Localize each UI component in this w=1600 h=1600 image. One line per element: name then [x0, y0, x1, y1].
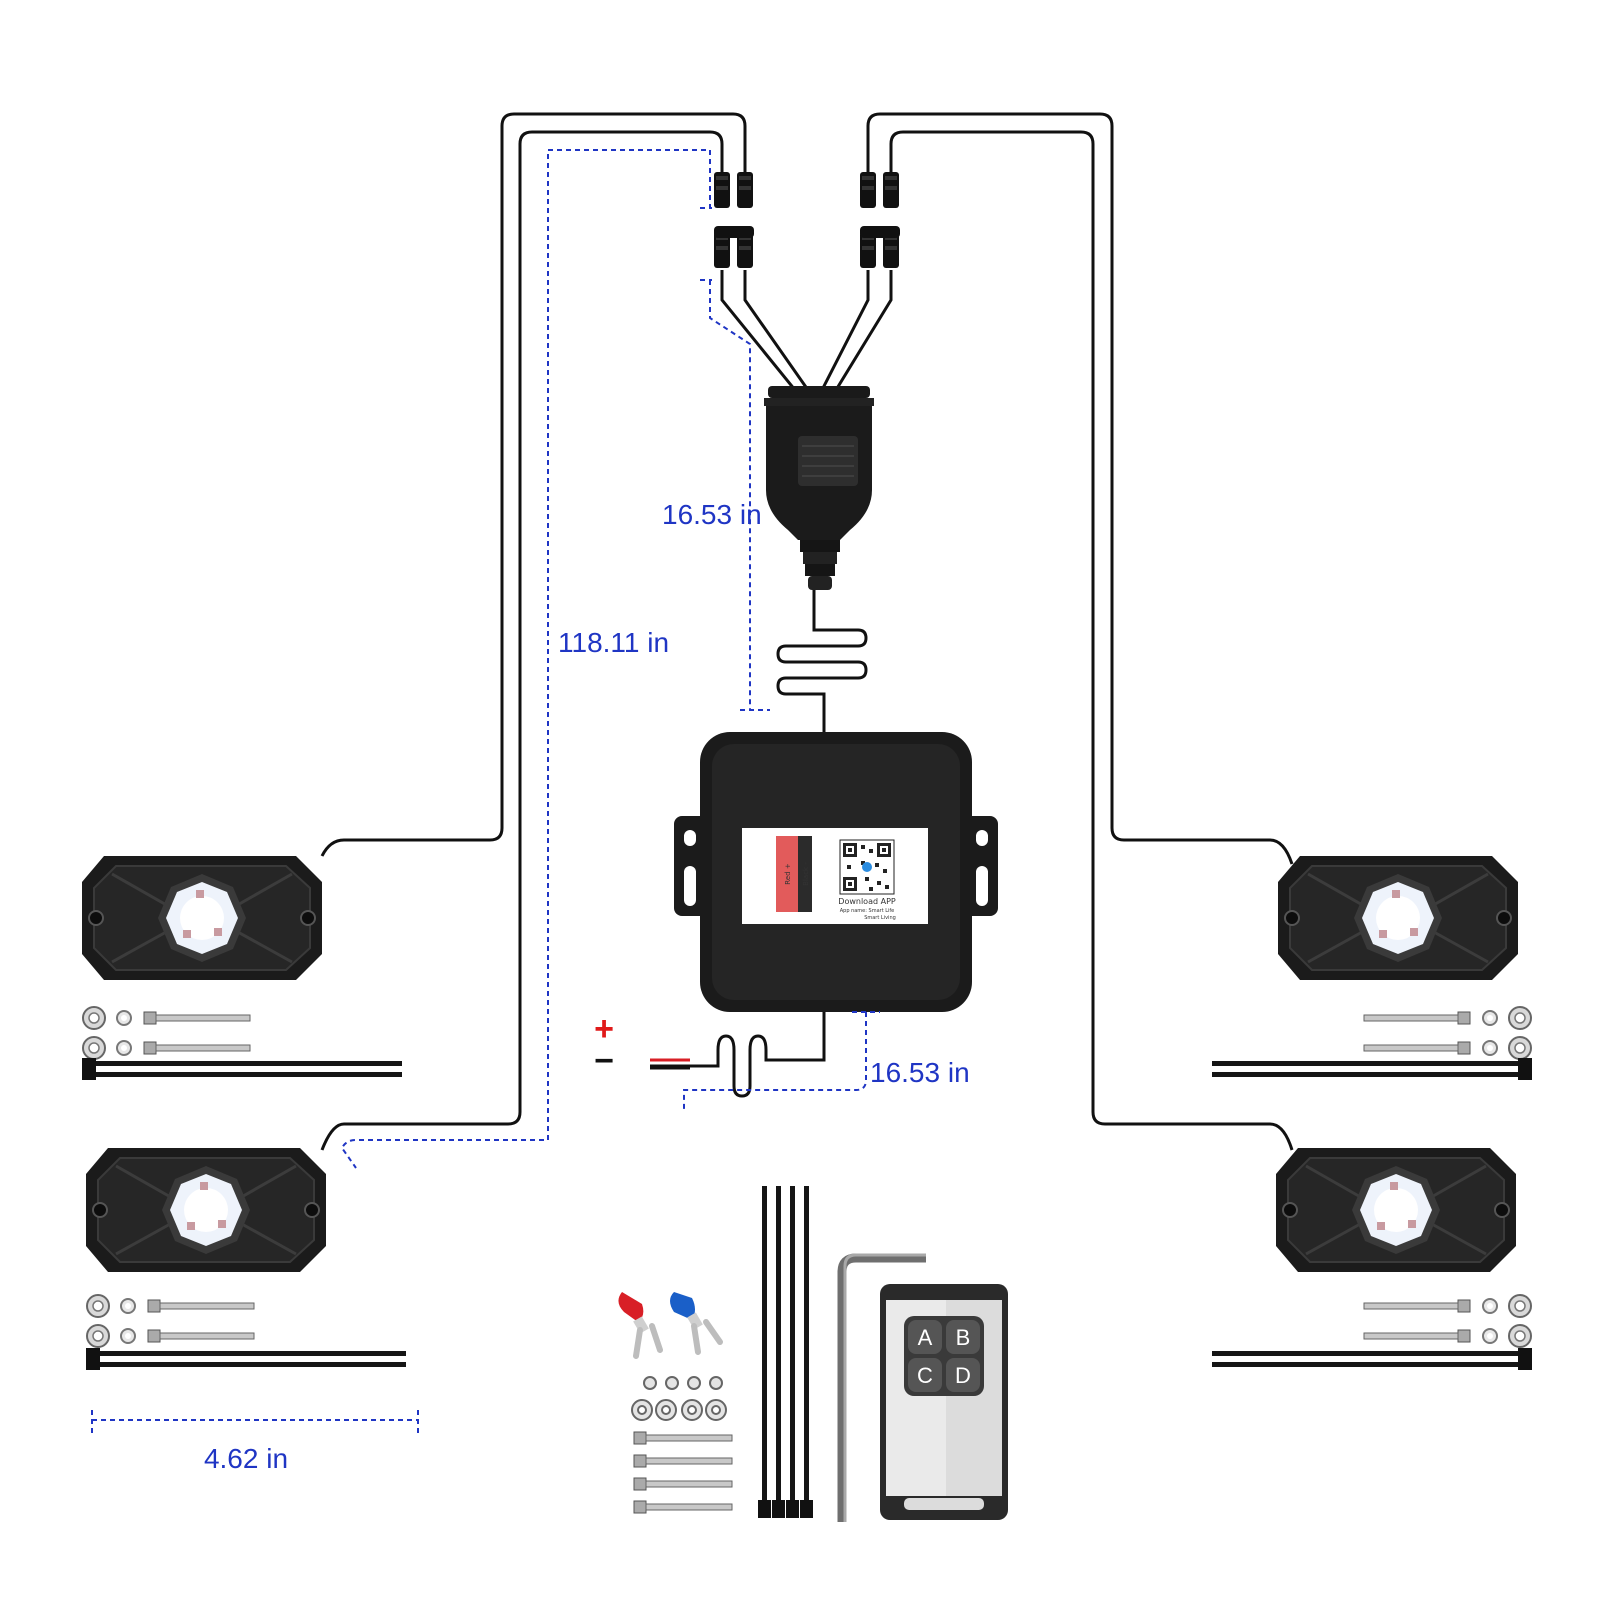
- wire-fan-4: [834, 270, 893, 391]
- wire-fan-3: [820, 270, 870, 391]
- cable-tie-upper-left: [82, 1058, 402, 1080]
- rock-light-pod-lower-left: [84, 1146, 328, 1274]
- dimension-pod-width: 4.62 in: [204, 1443, 288, 1474]
- controller-black-label: Black -: [802, 862, 810, 886]
- wire-lower-left-pod: [320, 130, 724, 1151]
- spade-terminal-red-icon: [618, 1292, 663, 1359]
- connectors: [714, 172, 900, 268]
- cable-tie-lower-left: [86, 1348, 406, 1370]
- hardware-set-upper-right: [1363, 1006, 1532, 1060]
- screw-set-icon: [633, 1431, 733, 1514]
- dimension-power-cable: 16.53 in: [870, 1057, 970, 1088]
- remote-button-a[interactable]: A: [918, 1325, 933, 1350]
- hardware-set-lower-left: [86, 1294, 255, 1348]
- spade-terminal-blue-icon: [670, 1292, 723, 1355]
- hardware-set-upper-left: [82, 1006, 251, 1060]
- negative-symbol: −: [594, 1042, 614, 1080]
- splitter-hub-icon: [764, 386, 874, 590]
- rock-light-pod-lower-right: [1274, 1146, 1518, 1274]
- wires: [320, 112, 1294, 1151]
- qr-code-icon: [839, 839, 895, 895]
- remote-button-b[interactable]: B: [956, 1325, 971, 1350]
- rock-light-pod-upper-left: [80, 854, 324, 982]
- cable-tie-upper-right: [1212, 1058, 1532, 1080]
- rock-light-pod-upper-right: [1276, 854, 1520, 982]
- wire-fan-2: [743, 270, 810, 391]
- download-app-text: Download APP: [838, 897, 896, 906]
- wire-splitter-controller: [776, 588, 868, 732]
- wire-upper-left-pod: [320, 112, 747, 857]
- wire-upper-right-pod: [866, 112, 1294, 865]
- dimension-lines: [91, 149, 880, 1434]
- hex-key-icon: [837, 1253, 926, 1522]
- remote-button-c[interactable]: C: [917, 1363, 933, 1388]
- positive-symbol: +: [594, 1010, 614, 1048]
- controller-red-label: Red +: [784, 863, 792, 885]
- washer-set-icon: [631, 1376, 727, 1421]
- remote-button-d[interactable]: D: [955, 1363, 971, 1388]
- wire-fan-1: [720, 270, 797, 391]
- controller-box-icon: Red + Black - Download APP App name: Sma…: [674, 732, 998, 1012]
- cable-tie-lower-right: [1212, 1348, 1532, 1370]
- wire-lower-right-pod: [889, 130, 1294, 1151]
- cable-tie-bundle-icon: [758, 1186, 813, 1518]
- dimension-splitter-cable: 16.53 in: [662, 499, 762, 530]
- remote-control-icon: [880, 1284, 1008, 1520]
- app-name-text: App name: Smart Life: [840, 908, 895, 914]
- wire-power-coiled: [650, 1000, 826, 1098]
- app-name-text-2: Smart Living: [864, 915, 896, 921]
- hardware-set-lower-right: [1363, 1294, 1532, 1348]
- dimension-extension-cable: 118.11 in: [558, 627, 669, 658]
